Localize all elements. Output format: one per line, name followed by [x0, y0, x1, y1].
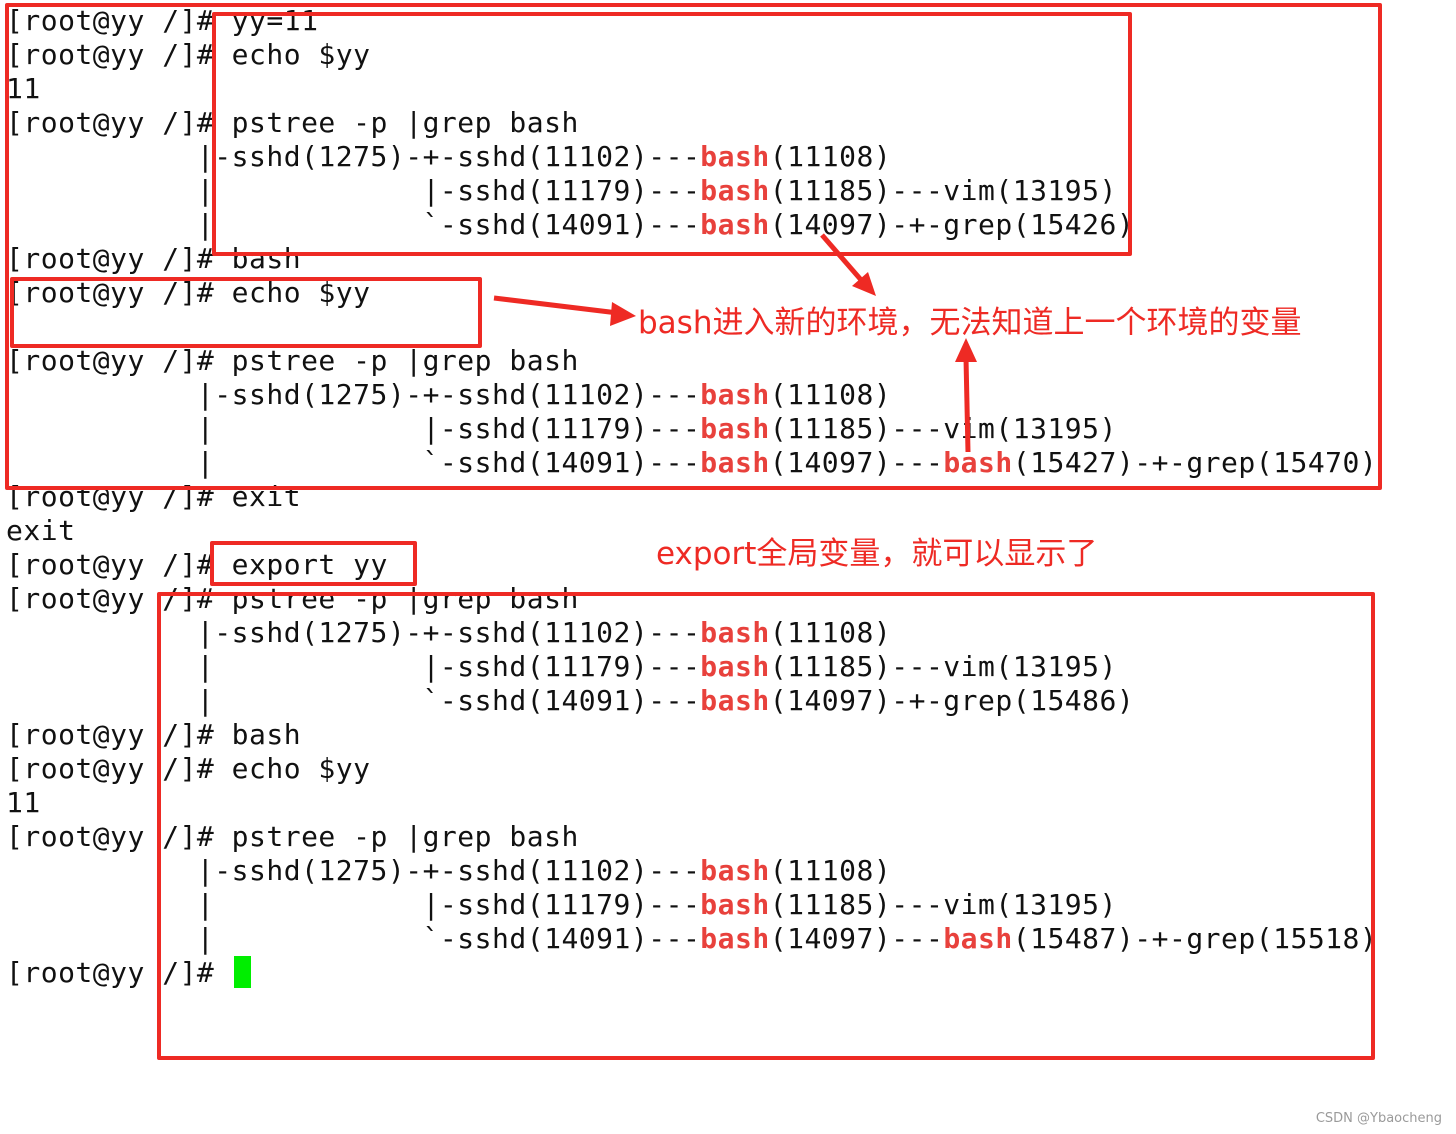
highlighted-bash-text: bash [700, 174, 770, 207]
terminal-line: | `-sshd(14091)---bash(14097)---bash(154… [6, 446, 1377, 480]
terminal-text: [root@yy /]# echo $yy [6, 752, 371, 785]
terminal-text: | `-sshd(14091)--- [6, 446, 701, 479]
terminal-text: |-sshd(1275)-+-sshd(11102)--- [6, 616, 701, 649]
arrow-to-note-from-first-box [820, 233, 876, 296]
terminal-text: (14097)--- [769, 446, 944, 479]
highlighted-bash-text: bash [700, 208, 770, 241]
highlighted-bash-text: bash [700, 446, 770, 479]
terminal-text: [root@yy /]# [6, 956, 232, 989]
highlighted-bash-text: bash [700, 616, 770, 649]
terminal-line: | |-sshd(11179)---bash(11185)---vim(1319… [6, 650, 1117, 684]
terminal-line: | |-sshd(11179)---bash(11185)---vim(1319… [6, 412, 1117, 446]
terminal-text: [root@yy /]# yy=11 [6, 4, 319, 37]
terminal-line: [root@yy /]# bash [6, 242, 301, 276]
terminal-line: |-sshd(1275)-+-sshd(11102)---bash(11108) [6, 140, 891, 174]
terminal-text: (11108) [769, 854, 892, 887]
terminal-text: (11185)---vim(13195) [769, 412, 1117, 445]
terminal-text: | `-sshd(14091)--- [6, 922, 701, 955]
terminal-text: (14097)-+-grep(15426) [769, 208, 1135, 241]
terminal-line: [root@yy /]# bash [6, 718, 301, 752]
terminal-text: |-sshd(1275)-+-sshd(11102)--- [6, 854, 701, 887]
terminal-line: | `-sshd(14091)---bash(14097)---bash(154… [6, 922, 1377, 956]
terminal-text: [root@yy /]# bash [6, 242, 302, 275]
terminal-text: (15427)-+-grep(15470) [1012, 446, 1378, 479]
terminal-text: |-sshd(1275)-+-sshd(11102)--- [6, 140, 701, 173]
terminal-text: [root@yy /]# echo $yy [6, 276, 371, 309]
highlighted-bash-text: bash [700, 650, 770, 683]
terminal-line: [root@yy /]# pstree -p |grep bash [6, 344, 579, 378]
terminal-text: | `-sshd(14091)--- [6, 208, 701, 241]
terminal-line: | |-sshd(11179)---bash(11185)---vim(1319… [6, 174, 1117, 208]
terminal-line: | `-sshd(14091)---bash(14097)-+-grep(154… [6, 684, 1134, 718]
terminal-text: exit [6, 514, 76, 547]
terminal-text: [root@yy /]# pstree -p |grep bash [6, 106, 579, 139]
terminal-line: [root@yy /]# pstree -p |grep bash [6, 106, 579, 140]
terminal-text: (15487)-+-grep(15518) [1012, 922, 1378, 955]
terminal-line: [root@yy /]# echo $yy [6, 276, 371, 310]
terminal-text: [root@yy /]# pstree -p |grep bash [6, 582, 579, 615]
terminal-line: 11 [6, 786, 41, 820]
terminal-text: (14097)--- [769, 922, 944, 955]
highlighted-bash-text: bash [700, 684, 770, 717]
annotation-box-first-commands [212, 12, 1132, 256]
terminal-line: [root@yy /]# pstree -p |grep bash [6, 820, 579, 854]
terminal-text: [root@yy /]# echo $yy [6, 38, 371, 71]
terminal-line: |-sshd(1275)-+-sshd(11102)---bash(11108) [6, 616, 891, 650]
highlighted-bash-text: bash [943, 446, 1013, 479]
terminal-text: | |-sshd(11179)--- [6, 174, 701, 207]
arrow-to-note-from-echo [493, 295, 636, 326]
annotation-note-export: export全局变量，就可以显示了 [656, 536, 1098, 572]
terminal-line: exit [6, 514, 75, 548]
terminal-text: [root@yy /]# export yy [6, 548, 388, 581]
terminal-line: [root@yy /]# yy=11 [6, 4, 318, 38]
annotation-box-bottom [157, 592, 1375, 1060]
highlighted-bash-text: bash [700, 888, 770, 921]
annotation-box-export [210, 541, 417, 586]
terminal-text: |-sshd(1275)-+-sshd(11102)--- [6, 378, 701, 411]
highlighted-bash-text: bash [700, 854, 770, 887]
terminal-text: 11 [6, 786, 41, 819]
terminal-text: (11185)---vim(13195) [769, 888, 1117, 921]
terminal-line: [root@yy /]# exit [6, 480, 301, 514]
highlighted-bash-text: bash [700, 412, 770, 445]
terminal-text: 11 [6, 72, 41, 105]
terminal-text: (11108) [769, 378, 892, 411]
terminal-line: | `-sshd(14091)---bash(14097)-+-grep(154… [6, 208, 1134, 242]
terminal-text: (11185)---vim(13195) [769, 650, 1117, 683]
terminal-line: [root@yy /]# echo $yy [6, 752, 371, 786]
terminal-line: | |-sshd(11179)---bash(11185)---vim(1319… [6, 888, 1117, 922]
arrow-to-note-from-nested-bash [955, 338, 977, 453]
terminal-line: |-sshd(1275)-+-sshd(11102)---bash(11108) [6, 378, 891, 412]
terminal-line: [root@yy /]# export yy [6, 548, 388, 582]
terminal-text: (11185)---vim(13195) [769, 174, 1117, 207]
watermark: CSDN @Ybaocheng [1315, 1111, 1442, 1126]
terminal-text: (11108) [769, 616, 892, 649]
terminal-text: | `-sshd(14091)--- [6, 684, 701, 717]
terminal-text: [root@yy /]# pstree -p |grep bash [6, 344, 579, 377]
highlighted-bash-text: bash [700, 922, 770, 955]
terminal-line: [root@yy /]# pstree -p |grep bash [6, 582, 579, 616]
terminal-text: | |-sshd(11179)--- [6, 888, 701, 921]
annotation-box-outer-top [5, 3, 1382, 490]
annotation-box-empty-echo [10, 277, 482, 348]
terminal-text: [root@yy /]# pstree -p |grep bash [6, 820, 579, 853]
terminal-text: [root@yy /]# exit [6, 480, 302, 513]
terminal-text: (14097)-+-grep(15486) [769, 684, 1135, 717]
highlighted-bash-text: bash [700, 140, 770, 173]
terminal-text: (11108) [769, 140, 892, 173]
annotation-note-new-env: bash进入新的环境，无法知道上一个环境的变量 [638, 305, 1302, 341]
terminal-text: [root@yy /]# bash [6, 718, 302, 751]
terminal-line: [root@yy /]# [6, 956, 251, 990]
terminal-line: |-sshd(1275)-+-sshd(11102)---bash(11108) [6, 854, 891, 888]
terminal-text: | |-sshd(11179)--- [6, 412, 701, 445]
terminal-cursor[interactable] [233, 956, 251, 988]
highlighted-bash-text: bash [943, 922, 1013, 955]
highlighted-bash-text: bash [700, 378, 770, 411]
terminal-line: [root@yy /]# echo $yy [6, 38, 371, 72]
terminal-text: | |-sshd(11179)--- [6, 650, 701, 683]
terminal-line: 11 [6, 72, 41, 106]
